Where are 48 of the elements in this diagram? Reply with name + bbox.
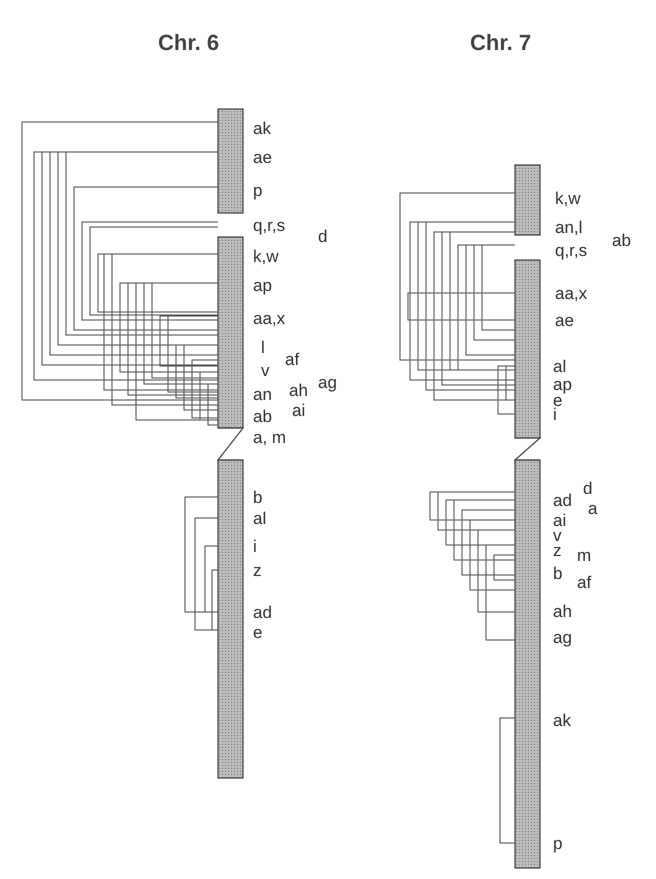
locus-label: q,r,s [555,242,588,259]
locus-label: p [253,182,262,199]
locus-label: ae [555,312,574,329]
locus-label: af [577,574,592,591]
locus-label: p [553,835,562,852]
locus-label: v [261,362,270,379]
locus-label: aa,x [253,310,286,327]
locus-label: i [253,538,257,555]
locus-label: a, m [253,429,286,446]
locus-label: q,r,s [253,217,286,234]
locus-label: b [553,565,562,582]
locus-label: ab [253,408,272,425]
locus-label: d [318,228,328,245]
locus-label: z [553,542,562,559]
locus-label: aa,x [555,285,588,302]
locus-label: k,w [253,248,278,265]
locus-label: ag [553,629,572,646]
locus-label: ap [253,277,272,294]
chromosome-title: Chr. 6 [158,32,220,54]
locus-label: d [583,480,592,497]
locus-label: al [253,510,266,527]
locus-label: ah [289,382,308,399]
locus-label: ai [553,512,566,529]
locus-label: ad [553,492,572,509]
locus-label: l [261,339,265,356]
locus-label: ab [612,232,631,249]
locus-label: e [553,392,562,409]
chromosome-title: Chr. 7 [470,32,532,54]
locus-label: an,l [555,219,582,236]
locus-label: m [577,547,592,564]
locus-label: ap [553,376,572,393]
locus-label: z [253,562,262,579]
locus-label: b [253,489,262,506]
locus-label: ak [553,712,571,729]
locus-label: ah [553,603,572,620]
locus-label: ag [318,374,337,391]
locus-label: al [553,358,566,375]
locus-label: k,w [555,190,580,207]
locus-label: af [285,351,300,368]
locus-label: e [253,624,262,641]
locus-label: ak [253,120,271,137]
locus-label: i [553,406,557,423]
locus-label: v [553,527,562,544]
locus-label: ai [292,402,306,419]
locus-label: ae [253,149,272,166]
locus-label: ad [253,604,272,621]
locus-label: a [588,500,598,517]
locus-label: an [253,386,272,403]
